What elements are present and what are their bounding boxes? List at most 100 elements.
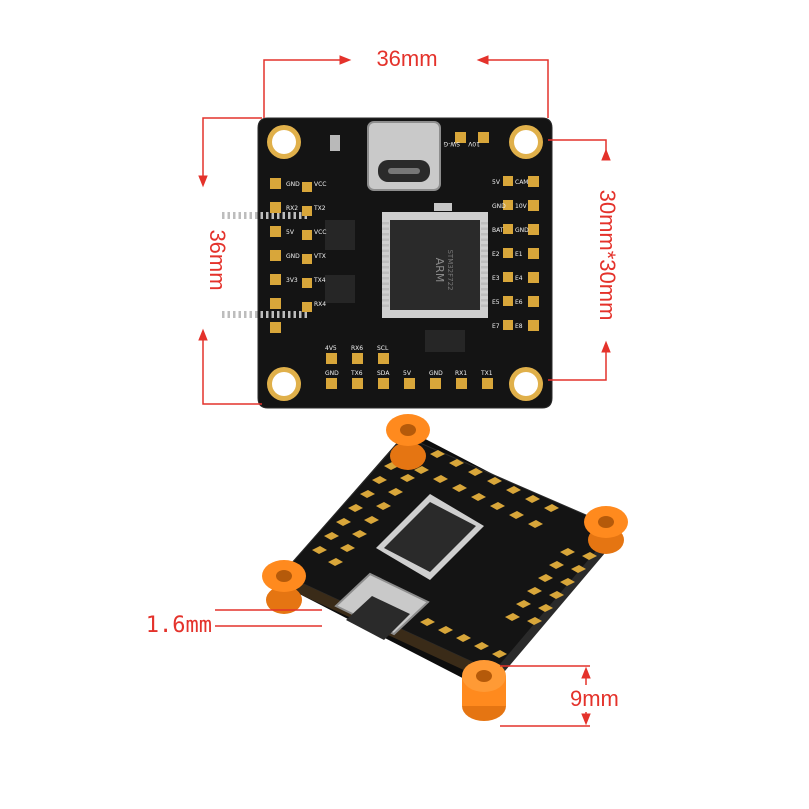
solder-pad bbox=[312, 546, 327, 554]
chip-pin bbox=[481, 282, 488, 285]
solder-pad bbox=[302, 182, 312, 192]
chip-pin bbox=[481, 304, 488, 307]
solder-pad bbox=[549, 591, 564, 599]
solder-pad bbox=[528, 200, 539, 211]
solder-pad bbox=[528, 176, 539, 187]
top-view-board: ARM STM32F722 10V SW-G GNDRX25VGND3V3VCC… bbox=[222, 117, 553, 409]
chip-pin bbox=[222, 311, 225, 318]
solder-pad bbox=[528, 272, 539, 283]
solder-pad bbox=[372, 476, 387, 484]
solder-pads-top bbox=[270, 132, 539, 389]
chip-pin bbox=[299, 212, 302, 219]
solder-pad bbox=[516, 600, 531, 608]
chip-pin bbox=[255, 212, 258, 219]
solder-pad bbox=[270, 274, 281, 285]
dimension-height bbox=[198, 117, 262, 405]
solder-pad bbox=[336, 518, 351, 526]
silk-label: E1 bbox=[515, 251, 523, 258]
silk-label: E7 bbox=[492, 323, 500, 330]
chip-pin bbox=[233, 212, 236, 219]
silk-label: VTX bbox=[314, 253, 326, 260]
chip-pin bbox=[382, 293, 389, 296]
chip-pin bbox=[382, 299, 389, 302]
solder-pad bbox=[326, 353, 337, 364]
silk-label: 10V bbox=[467, 140, 480, 147]
mounting-hole-icon bbox=[509, 125, 543, 159]
chip-pin bbox=[282, 311, 285, 318]
solder-pad bbox=[270, 226, 281, 237]
silk-label: E8 bbox=[515, 323, 523, 330]
chip-pin bbox=[481, 288, 488, 291]
solder-pad bbox=[302, 230, 312, 240]
solder-pad bbox=[527, 617, 542, 625]
silk-label: E5 bbox=[492, 299, 500, 306]
orange-standoff-icon bbox=[386, 414, 430, 470]
solder-pad bbox=[270, 202, 281, 213]
chip-pin bbox=[299, 311, 302, 318]
chip-pin bbox=[293, 212, 296, 219]
solder-pad bbox=[538, 604, 553, 612]
chip-pin bbox=[382, 222, 389, 225]
orange-standoff-icon bbox=[462, 660, 506, 721]
silk-label: E4 bbox=[515, 275, 523, 282]
solder-pad bbox=[433, 475, 448, 483]
mounting-hole-icon bbox=[509, 367, 543, 401]
silk-label: TX4 bbox=[313, 277, 326, 284]
silk-label: GND bbox=[325, 370, 339, 377]
solder-pad bbox=[449, 459, 464, 467]
silk-label: GND bbox=[286, 181, 300, 188]
solder-pad bbox=[328, 558, 343, 566]
solder-pad bbox=[506, 486, 521, 494]
solder-pad bbox=[503, 224, 513, 234]
silk-label: 3V3 bbox=[286, 277, 298, 284]
solder-pad bbox=[492, 650, 507, 658]
solder-pad bbox=[302, 302, 312, 312]
chip-pin bbox=[382, 249, 389, 252]
solder-pad bbox=[528, 248, 539, 259]
chip-pin bbox=[382, 238, 389, 241]
silk-label: 5V bbox=[286, 229, 295, 236]
silk-label: VCC bbox=[314, 229, 326, 236]
solder-pad bbox=[430, 450, 445, 458]
solder-pad bbox=[503, 296, 513, 306]
silk-label: SW-G bbox=[443, 140, 460, 147]
dimension-thickness bbox=[215, 609, 322, 627]
solder-pad bbox=[560, 548, 575, 556]
solder-pad bbox=[364, 516, 379, 524]
chip-pin bbox=[277, 311, 280, 318]
chip-pin bbox=[271, 311, 274, 318]
silk-label: RX6 bbox=[351, 345, 363, 352]
dimension-width-label: 36mm bbox=[376, 46, 437, 71]
usb-c-port-icon bbox=[367, 121, 441, 191]
chip-pin bbox=[266, 212, 269, 219]
solder-pad bbox=[414, 466, 429, 474]
chip-pin bbox=[238, 212, 241, 219]
chip-pin bbox=[481, 255, 488, 258]
orange-standoff-icon bbox=[262, 560, 306, 614]
silk-label: 5V bbox=[403, 370, 412, 377]
mounting-hole-icon bbox=[267, 367, 301, 401]
dimension-mount-label: 30mm*30mm bbox=[595, 190, 620, 321]
solder-pad bbox=[388, 488, 403, 496]
chip-pin bbox=[481, 299, 488, 302]
chip-pin bbox=[382, 266, 389, 269]
chip-pin bbox=[481, 293, 488, 296]
dimension-thickness-label: 1.6mm bbox=[146, 613, 212, 638]
solder-pad bbox=[549, 561, 564, 569]
solder-pad bbox=[571, 565, 586, 573]
silk-label: RX2 bbox=[286, 205, 298, 212]
solder-pad bbox=[270, 178, 281, 189]
chip-pin bbox=[249, 311, 252, 318]
solder-pad bbox=[528, 320, 539, 331]
solder-pad bbox=[430, 378, 441, 389]
solder-pad bbox=[490, 502, 505, 510]
dimension-standoff bbox=[500, 665, 591, 727]
solder-pad bbox=[478, 132, 489, 143]
solder-pad bbox=[360, 490, 375, 498]
solder-pad bbox=[270, 298, 281, 309]
solder-pad bbox=[326, 378, 337, 389]
solder-pad bbox=[538, 574, 553, 582]
